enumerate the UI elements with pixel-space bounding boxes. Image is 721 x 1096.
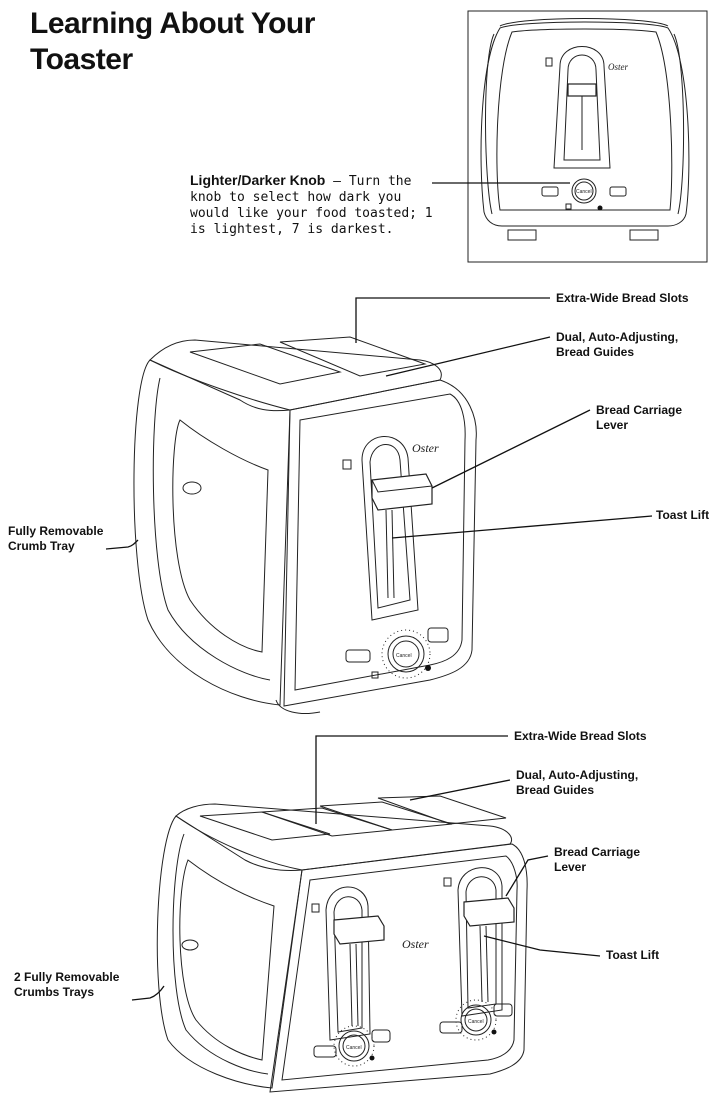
- callout-text: Bread Carriage: [596, 403, 683, 417]
- callout-text: Bread Guides: [556, 345, 635, 359]
- knob-description: Lighter/Darker Knob – Turn the knob to s…: [190, 172, 440, 238]
- two-slice-tray-line: [105, 539, 139, 550]
- four-slice-toastlift-label: Toast Lift: [606, 948, 659, 963]
- callout-text: Toast Lift: [656, 508, 710, 522]
- two-slice-slots-label: Extra-Wide Bread Slots: [556, 291, 689, 306]
- two-slice-brand-logo: Oster: [412, 441, 439, 455]
- knob-label: Lighter/Darker Knob: [190, 172, 326, 188]
- inset-knob-label: Cancel: [576, 189, 592, 195]
- four-slice-toaster: Oster Cancel Cancel: [131, 735, 601, 1093]
- two-slice-guides-line: [385, 336, 551, 377]
- title-line-2: Toaster: [30, 43, 133, 76]
- four-slice-knob-label-left: Cancel: [346, 1045, 362, 1051]
- callout-text: Lever: [596, 418, 629, 432]
- two-slice-slots-line: [355, 297, 550, 343]
- two-slice-toaster: Oster Cancel: [105, 297, 653, 714]
- four-slice-toastlift-line: [483, 935, 601, 957]
- callout-text: Dual, Auto-Adjusting,: [516, 768, 639, 782]
- callout-text: 2 Fully Removable: [14, 970, 120, 984]
- two-slice-toastlift-line: [391, 515, 653, 539]
- four-slice-tray-label: 2 Fully Removable Crumbs Trays: [14, 970, 119, 1000]
- two-slice-guides-label: Dual, Auto-Adjusting, Bread Guides: [556, 330, 678, 360]
- inset-brand-logo: Oster: [608, 62, 628, 72]
- four-slice-guides-line: [409, 779, 511, 801]
- four-slice-lever-label: Bread Carriage Lever: [554, 845, 640, 875]
- callout-text: Crumb Tray: [8, 539, 75, 553]
- callout-text: Dual, Auto-Adjusting,: [556, 330, 679, 344]
- two-slice-knob-label: Cancel: [396, 653, 412, 659]
- four-slice-knob-label-right: Cancel: [468, 1019, 484, 1025]
- callout-text: Lever: [554, 860, 587, 874]
- callout-text: Extra-Wide Bread Slots: [514, 729, 647, 743]
- two-slice-toastlift-label: Toast Lift: [656, 508, 709, 523]
- callout-text: Fully Removable: [8, 524, 104, 538]
- title-line-1: Learning About Your: [30, 7, 315, 40]
- four-slice-lever-line: [505, 855, 549, 897]
- two-slice-lever-line: [431, 409, 591, 489]
- two-slice-lever-label: Bread Carriage Lever: [596, 403, 682, 433]
- callout-text: Crumbs Trays: [14, 985, 95, 999]
- four-slice-guides-label: Dual, Auto-Adjusting, Bread Guides: [516, 768, 638, 798]
- four-slice-slots-label: Extra-Wide Bread Slots: [514, 729, 647, 744]
- callout-text: Extra-Wide Bread Slots: [556, 291, 689, 305]
- four-slice-brand-logo: Oster: [402, 937, 429, 951]
- callout-text: Toast Lift: [606, 948, 660, 962]
- callout-text: Bread Guides: [516, 783, 595, 797]
- knob-text: – Turn the knob to select how dark you w…: [190, 174, 433, 237]
- four-slice-tray-line: [131, 985, 165, 1001]
- inset-front-view: Oster Cancel: [432, 10, 708, 263]
- two-slice-tray-label: Fully Removable Crumb Tray: [8, 524, 103, 554]
- page-title: Learning About Your Toaster: [30, 6, 410, 78]
- callout-text: Bread Carriage: [554, 845, 641, 859]
- four-slice-slots-line: [315, 735, 508, 824]
